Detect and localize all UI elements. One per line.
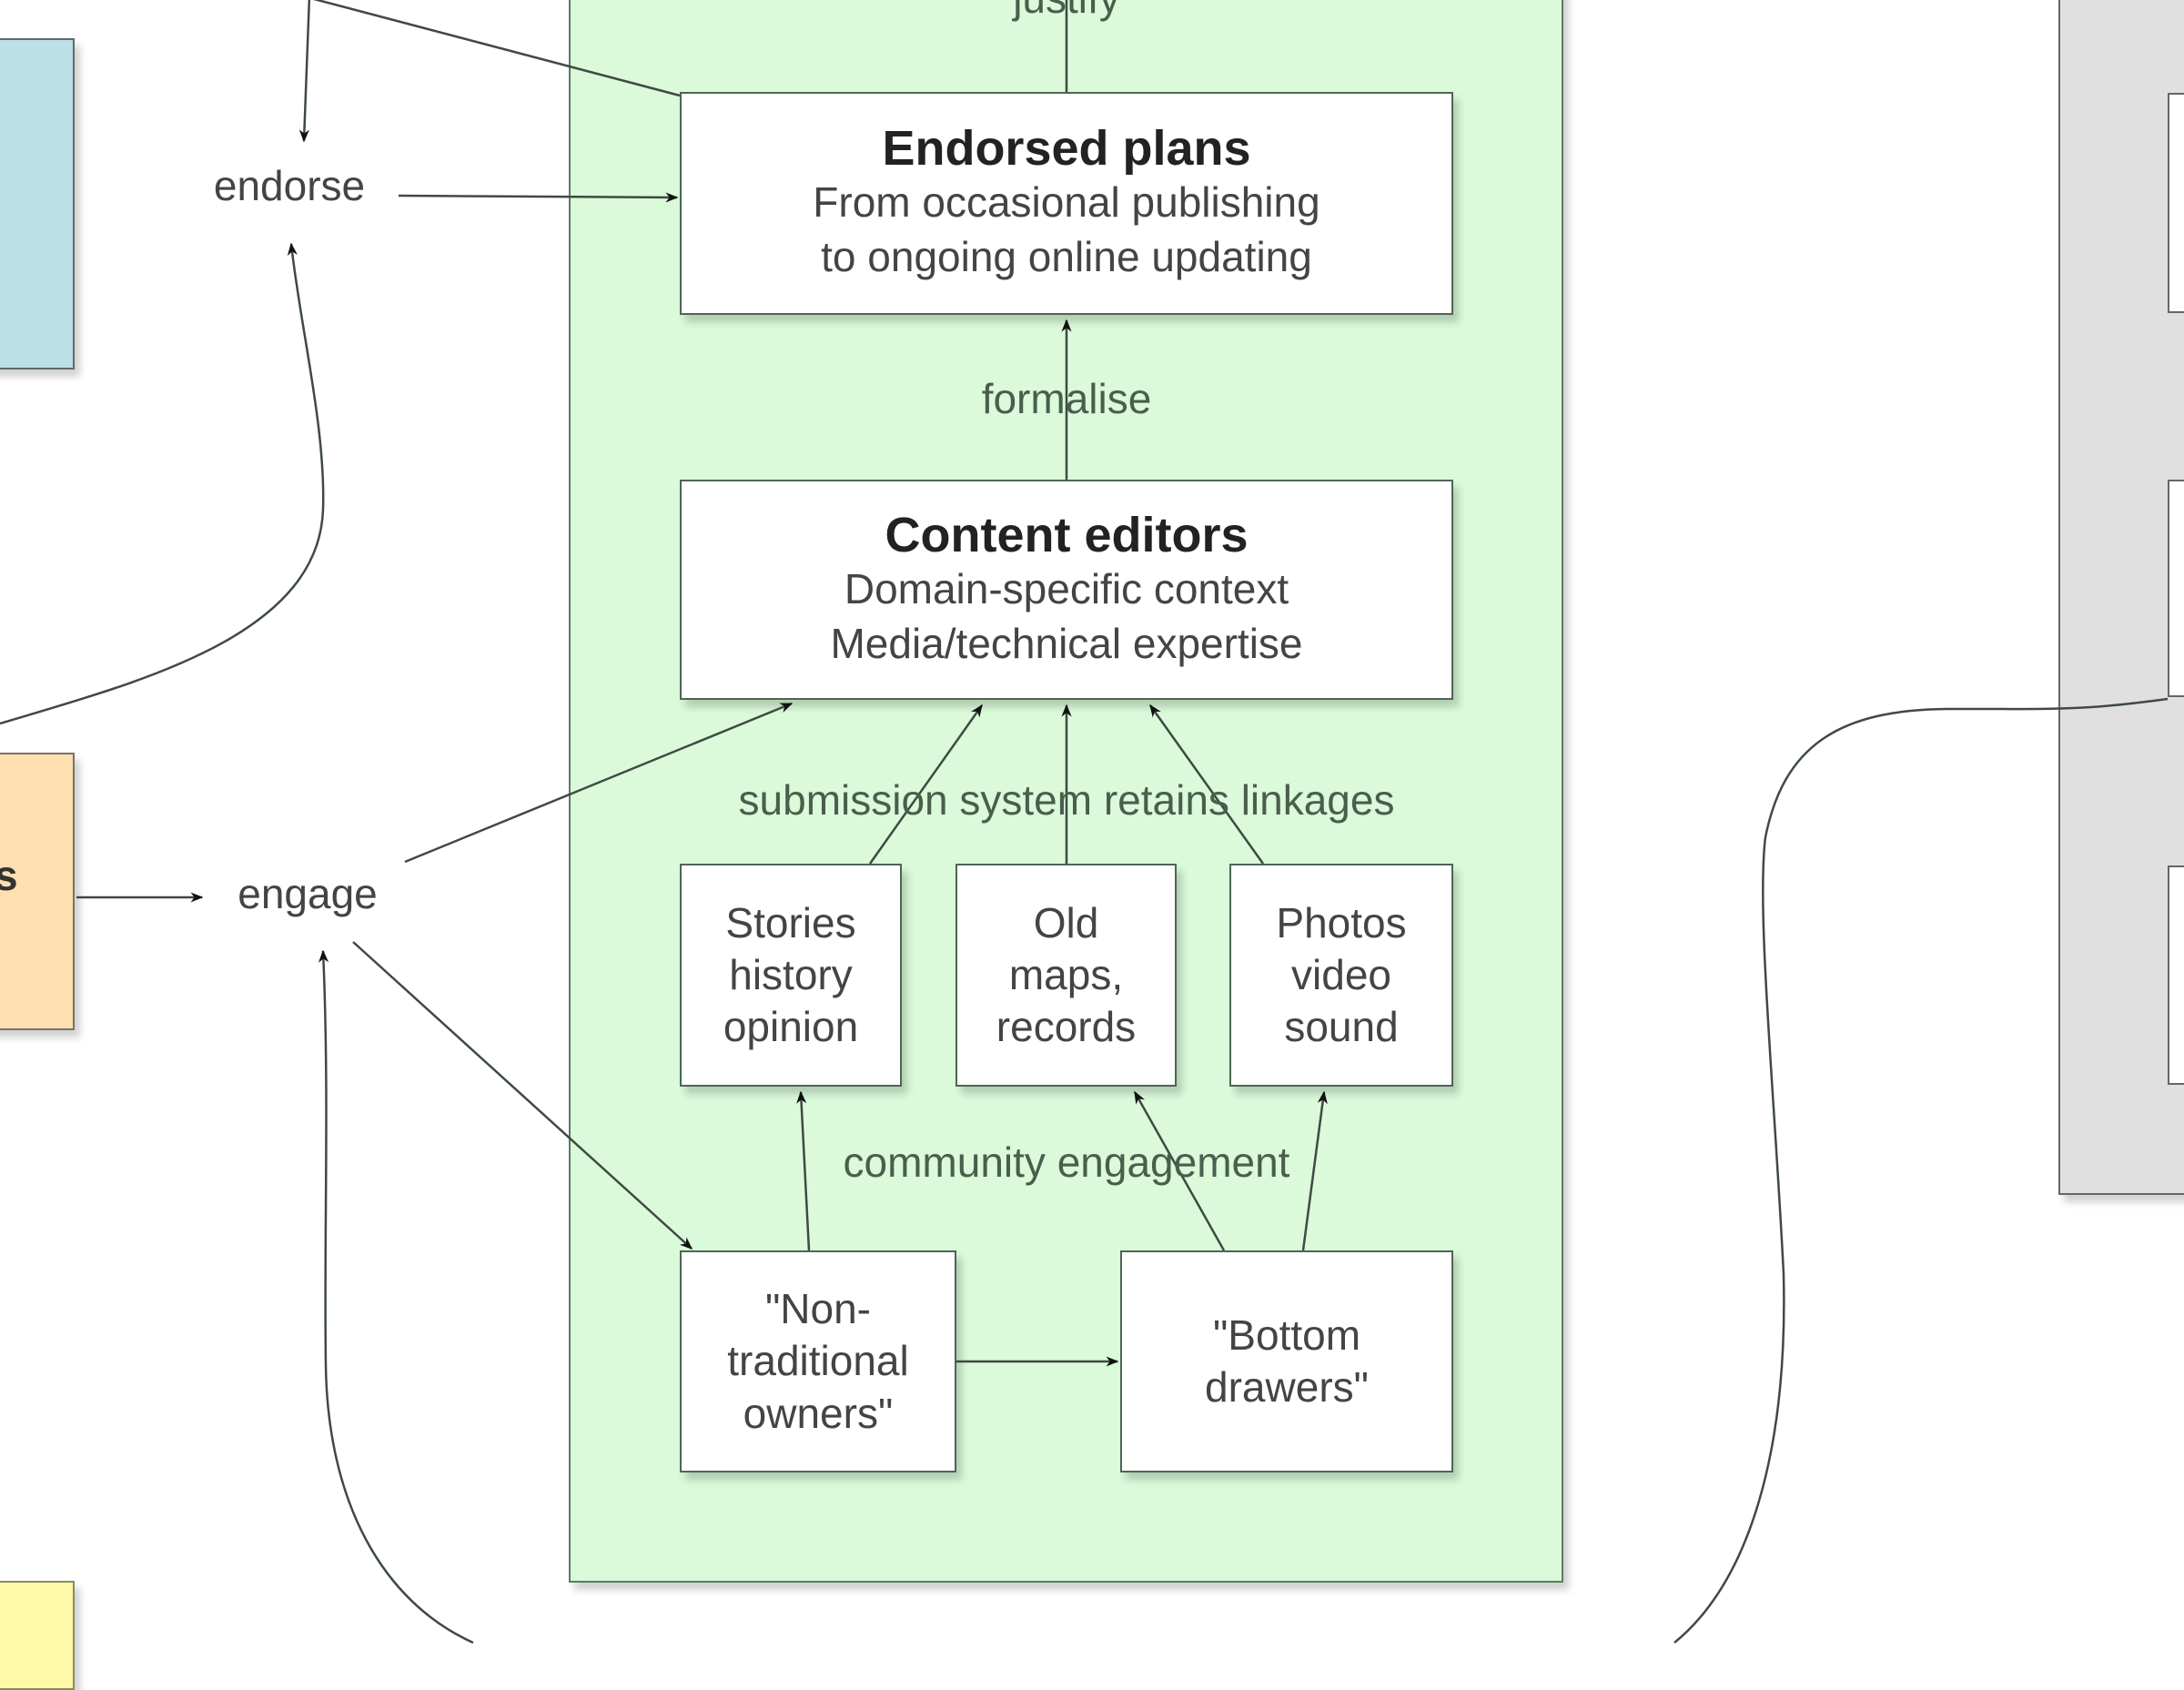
right-grey-panel	[2058, 0, 2184, 1195]
non-traditional-owners-node: "Non- traditional owners"	[680, 1250, 956, 1472]
label-submission-system: submission system retains linkages	[738, 776, 1395, 824]
endorsed-plans-title: Endorsed plans	[882, 121, 1251, 176]
label-justify: justify	[1013, 0, 1120, 23]
photos-text: Photos video sound	[1276, 898, 1407, 1051]
edge-engage-to-content-editors	[404, 702, 794, 864]
content-editors-line-2: Media/technical expertise	[830, 619, 1303, 667]
non-traditional-owners-text: "Non- traditional owners"	[727, 1285, 909, 1437]
edge-non-traditional-to-stories	[796, 1090, 811, 1251]
photos-node: Photos video sound	[1229, 864, 1453, 1087]
edge-bottom-drawers-to-old-maps	[1133, 1090, 1226, 1251]
edge-top-to-endorse-label	[298, 0, 311, 143]
edge-endorse-to-endorsed-plans	[398, 192, 679, 203]
left-orange-box	[0, 753, 75, 1030]
right-panel-box-1	[2168, 93, 2184, 313]
content-editors-line-1: Domain-specific context	[844, 564, 1289, 612]
right-panel-box-2	[2168, 480, 2184, 697]
edge-curve-to-endorse	[0, 242, 325, 725]
right-panel-box-3	[2168, 865, 2184, 1085]
left-blue-box	[0, 38, 75, 369]
endorsed-plans-line-2: to ongoing online updating	[821, 233, 1312, 281]
label-formalise: formalise	[981, 375, 1152, 422]
old-maps-text: Old maps, records	[996, 898, 1137, 1051]
endorsed-plans-line-1: From occasional publishing	[813, 178, 1320, 227]
label-community-engagement: community engagement	[843, 1138, 1290, 1186]
label-engage: engage	[238, 870, 378, 917]
stories-node: Stories history opinion	[680, 864, 902, 1087]
bottom-drawers-text: "Bottom drawers"	[1205, 1311, 1369, 1411]
endorsed-plans-node: Endorsed plans From occasional publishin…	[680, 92, 1453, 315]
edge-top-to-endorsed	[313, 0, 681, 97]
bottom-drawers-node: "Bottom drawers"	[1120, 1250, 1453, 1472]
edge-bottom-drawers-to-photos	[1301, 1090, 1328, 1251]
old-maps-node: Old maps, records	[956, 864, 1177, 1087]
edge-photos-to-content-editors	[1148, 703, 1265, 865]
label-endorse: endorse	[213, 162, 366, 209]
stories-text: Stories history opinion	[723, 898, 859, 1051]
orange-box-partial-text: s	[0, 852, 18, 899]
content-editors-node: Content editors Domain-specific context …	[680, 480, 1453, 700]
connectors	[0, 0, 2169, 1644]
content-editors-title: Content editors	[885, 507, 1249, 562]
edge-bottom-curve-to-engage	[318, 949, 474, 1644]
edge-stories-to-content-editors	[868, 703, 984, 865]
edge-engage-to-non-traditional	[352, 941, 693, 1250]
edge-grey-panel-to-bottom	[1673, 697, 2169, 1644]
